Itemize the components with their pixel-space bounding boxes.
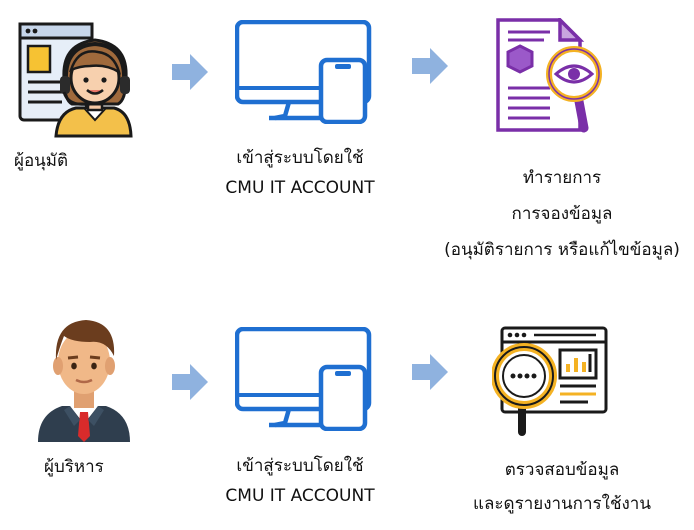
login-account-1: CMU IT ACCOUNT — [225, 178, 375, 198]
arrow-right-icon — [170, 362, 210, 402]
action-line-1-1: ทำรายการ — [522, 168, 602, 188]
action-line-1-3: (อนุมัติรายการ หรือแก้ไขข้อมูล) — [444, 240, 680, 260]
document-magnifier-icon — [494, 18, 612, 136]
login-instruction-2: เข้าสู่ระบบโดยใช้ — [236, 456, 364, 476]
executive-label: ผู้บริหาร — [44, 457, 104, 477]
login-account-2: CMU IT ACCOUNT — [225, 486, 375, 506]
action-line-1-2: การจองข้อมูล — [511, 204, 613, 224]
desktop-and-phone-icon — [235, 20, 375, 124]
approver-label: ผู้อนุมัติ — [14, 151, 69, 171]
arrow-right-icon — [410, 352, 450, 392]
businessman-icon — [36, 316, 132, 442]
arrow-right-icon — [410, 46, 450, 86]
login-instruction-1: เข้าสู่ระบบโดยใช้ — [236, 148, 364, 168]
desktop-and-phone-icon — [235, 327, 375, 431]
action-line-2-1: ตรวจสอบข้อมูล — [504, 460, 620, 480]
arrow-right-icon — [170, 52, 210, 92]
report-magnifier-icon — [492, 324, 610, 442]
action-line-2-2: และดูรายงานการใช้งาน — [473, 494, 651, 514]
approver-icon — [18, 20, 133, 138]
